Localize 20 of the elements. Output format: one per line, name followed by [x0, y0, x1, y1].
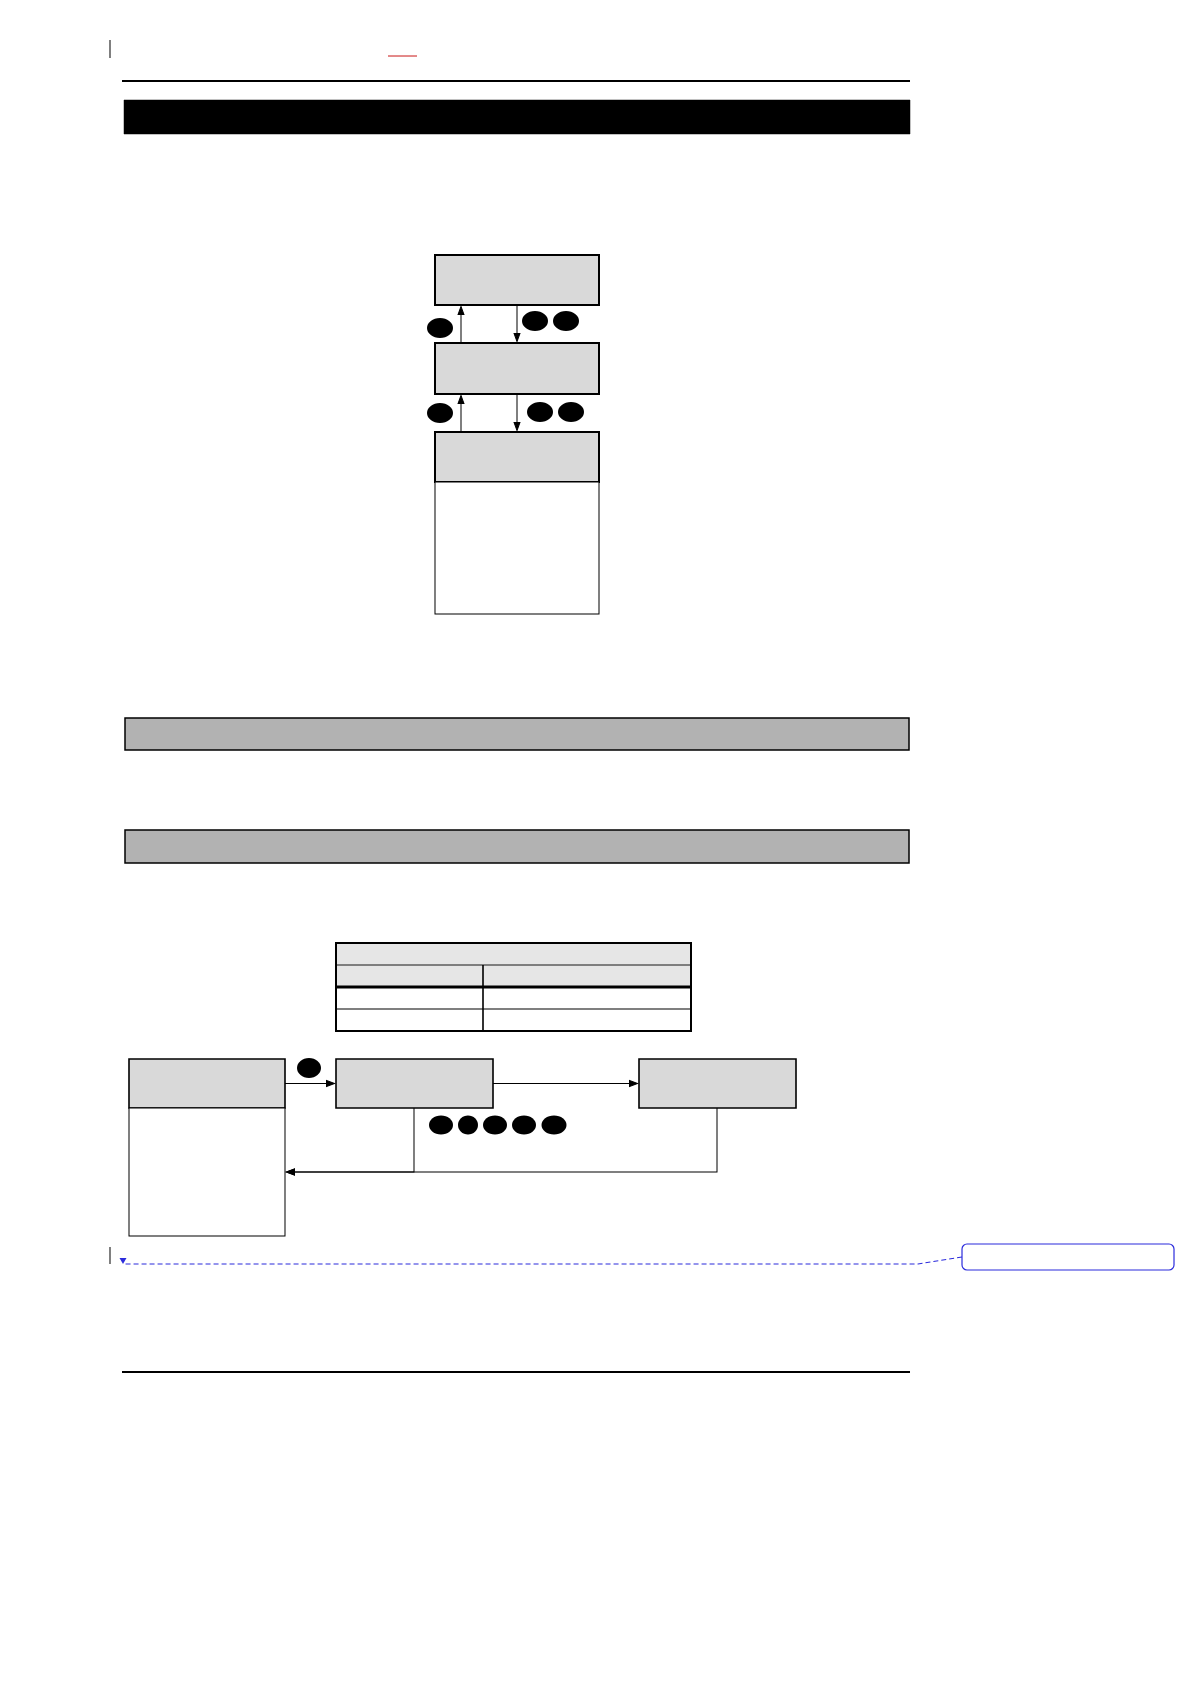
leader-line — [119, 1256, 963, 1265]
body-box — [128, 1107, 286, 1237]
arrow — [457, 306, 465, 344]
arrow — [284, 1080, 335, 1087]
header-box — [128, 1058, 286, 1109]
header-box — [434, 342, 600, 395]
arrow — [513, 393, 521, 431]
arrow — [513, 304, 521, 342]
arrow — [457, 395, 465, 433]
header-box — [638, 1058, 797, 1109]
arrow — [286, 1107, 718, 1176]
body-box — [434, 481, 600, 615]
arrow — [492, 1080, 638, 1087]
header-box — [434, 254, 600, 306]
section-bar — [124, 829, 910, 864]
header-box — [335, 1058, 494, 1109]
heading-bar — [123, 99, 911, 135]
comment-box — [961, 1243, 1175, 1271]
section-bar — [124, 717, 910, 751]
header-box — [434, 431, 600, 483]
